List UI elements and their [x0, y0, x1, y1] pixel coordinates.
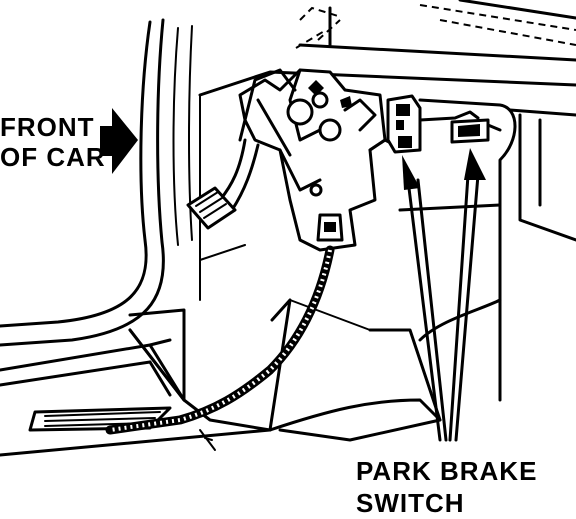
brake-cable [105, 245, 335, 435]
front-arrow-icon [100, 108, 138, 174]
right-panel [268, 98, 576, 442]
door-pillar [0, 18, 246, 347]
brake-mechanism [186, 68, 397, 252]
front-label-line2: OF CAR [0, 142, 106, 172]
front-label-line1: FRONT [0, 112, 95, 142]
switch-label-line1: PARK BRAKE [356, 456, 538, 486]
dashtop-structure [198, 0, 576, 97]
switch-leader-arrows [402, 148, 486, 442]
front-of-car-label: FRONT OF CAR [0, 112, 106, 172]
switch-label-line2: SWITCH [356, 488, 465, 518]
park-brake-switch [386, 94, 502, 154]
park-brake-switch-label: PARK BRAKE SWITCH [356, 455, 537, 519]
